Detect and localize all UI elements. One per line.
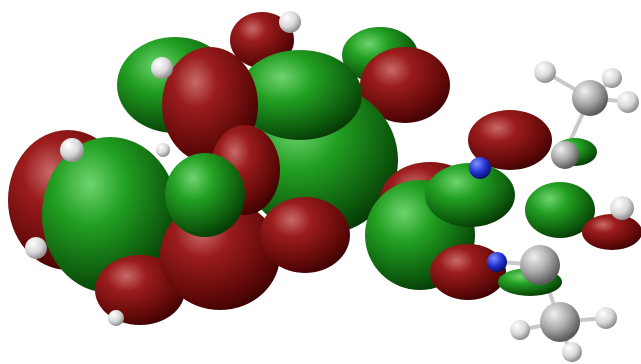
carbon-atom [540,302,580,342]
hydrogen-atom [279,11,301,33]
negative-lobe [582,214,641,250]
positive-lobe [42,137,178,293]
hydrogen-atom [151,57,173,79]
hydrogen-atom [60,138,84,162]
hydrogen-atom [108,310,124,326]
positive-lobe [425,163,515,227]
nitrogen-atom [487,252,507,272]
hydrogen-atom [595,307,617,329]
hydrogen-atom [610,196,634,220]
positive-lobe [525,182,595,238]
orbital-lobes [8,12,641,325]
positive-lobe [165,153,245,237]
carbon-atom [551,141,579,169]
carbon-atom [520,245,560,285]
positive-lobe [238,50,362,140]
negative-lobe [360,47,450,123]
hydrogen-atom [510,320,530,340]
negative-lobe [468,110,552,170]
hydrogen-atom [534,61,556,83]
hydrogen-atom [156,143,170,157]
hydrogen-atom [617,91,639,113]
nitrogen-atom [469,157,491,179]
negative-lobe [260,197,350,273]
negative-lobe [430,244,506,300]
negative-lobe [95,255,185,325]
carbon-atom [572,80,608,116]
hydrogen-atom [602,68,622,88]
atoms [25,11,639,362]
hydrogen-atom [562,342,582,362]
hydrogen-atom [25,237,47,259]
